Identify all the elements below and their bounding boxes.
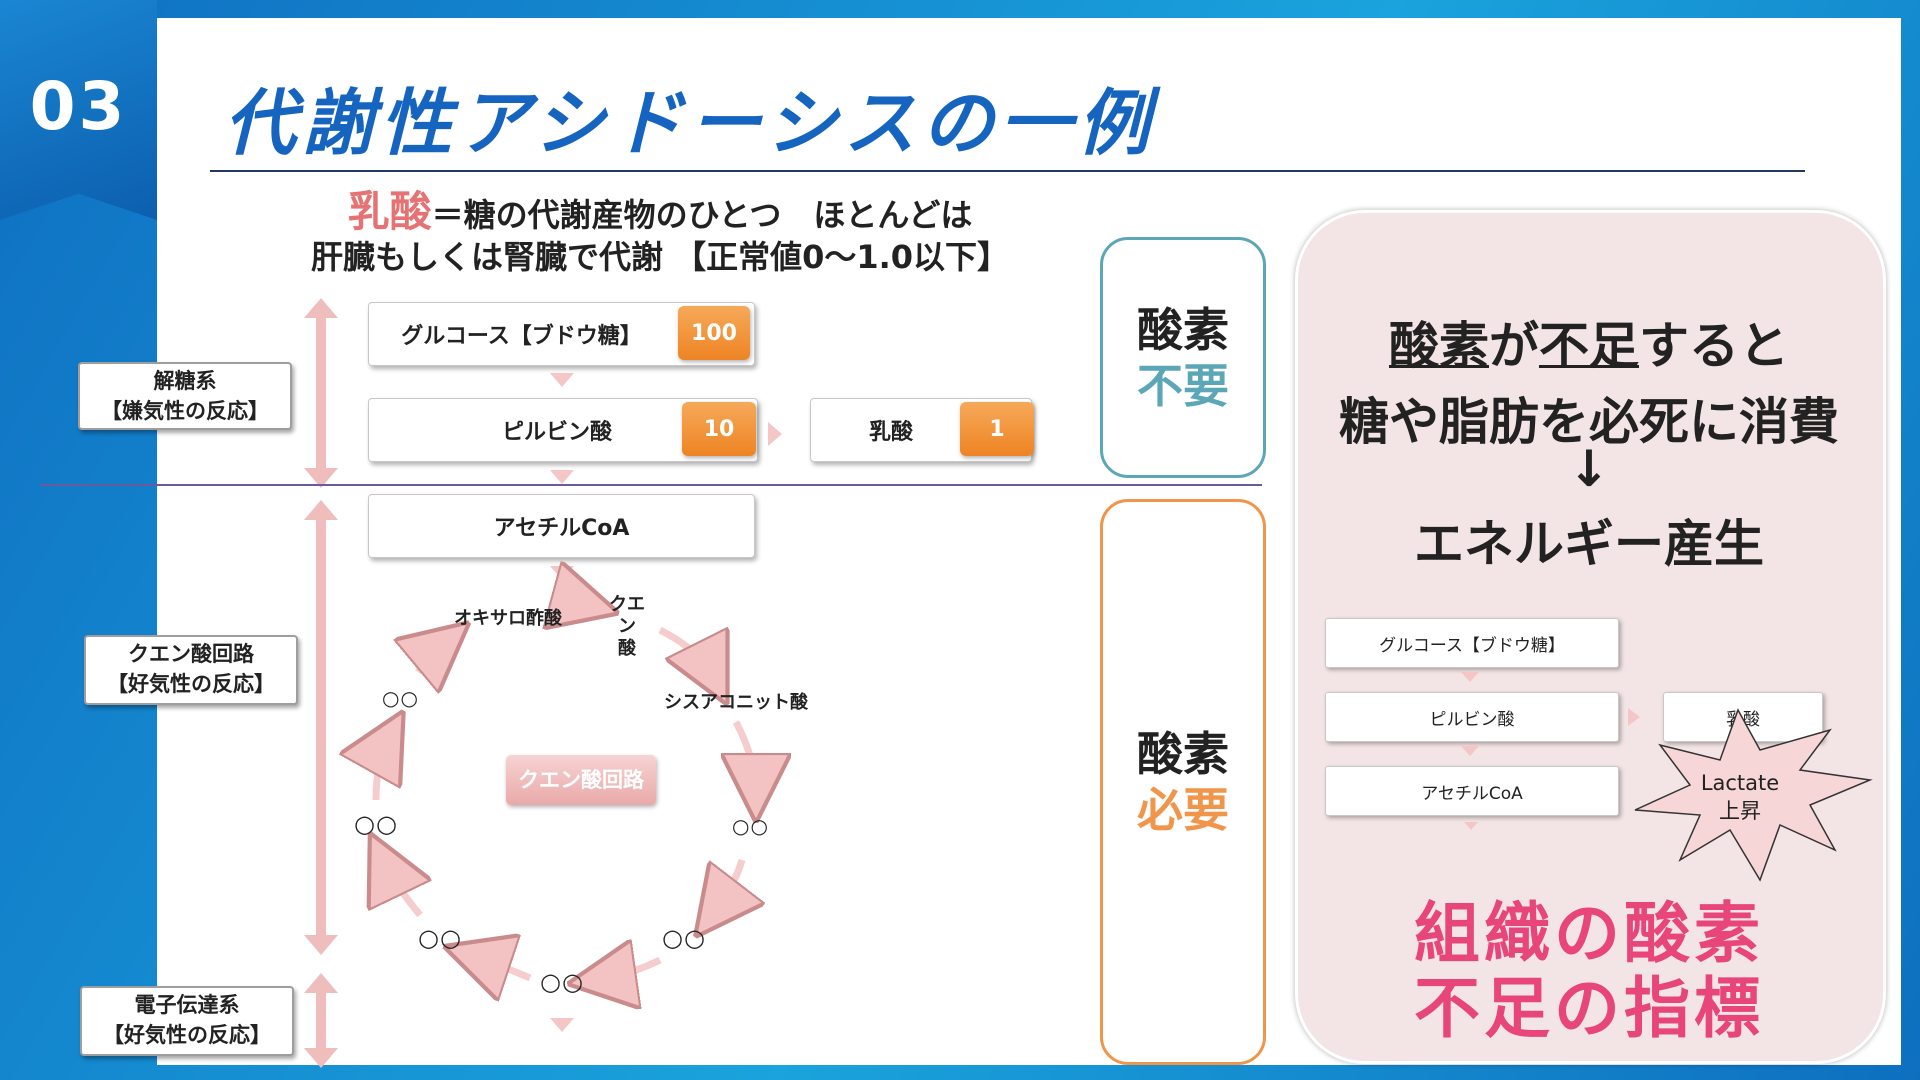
- cycle-arrow-left-upper: [376, 735, 390, 801]
- tca-range-bar: [316, 520, 326, 935]
- cis-aconitate-label: シスアコニット酸: [664, 692, 808, 713]
- unknown-compound-left-middle: ○○: [354, 810, 398, 838]
- etc-range-arrow-bottom: [304, 1048, 338, 1068]
- stage-etc-name: 電子伝達系: [134, 993, 240, 1017]
- stage-citric-acid-cycle: クエン酸回路 【好気性の反応】: [84, 635, 298, 705]
- stage-electron-transport: 電子伝達系 【好気性の反応】: [80, 986, 294, 1056]
- stage-tca-type: 【好気性の反応】: [107, 672, 275, 696]
- cycle-arrow-right-lower: [712, 858, 742, 915]
- mini-acetyl-coa-box: アセチルCoA: [1325, 766, 1619, 816]
- mini-glucose-box: グルコース【ブドウ糖】: [1325, 618, 1619, 668]
- lactate-burst-word: Lactate: [1700, 771, 1780, 795]
- oxygen-needed-label: 必要: [1137, 783, 1229, 837]
- oxygen-label-top: 酸素: [1137, 302, 1229, 357]
- intro-line-2: 肝臓もしくは腎臓で代謝 【正常値0〜1.0以下】: [310, 238, 1010, 276]
- cycle-center-label: クエン酸回路: [506, 755, 656, 805]
- summary-ga: が: [1489, 317, 1539, 375]
- cycle-arrow-cis-next: [736, 720, 756, 795]
- acetyl-coa-box: アセチルCoA: [368, 494, 755, 558]
- slide-number-tab: [0, 0, 157, 220]
- cycle-arrow-bottom-left: [470, 955, 532, 978]
- cycle-arrow-left-lower: [382, 858, 420, 918]
- glycolysis-range-arrow-bottom: [304, 468, 338, 488]
- pyruvate-label: ピルビン酸: [501, 420, 612, 445]
- oxygen-needed-box: 酸素 必要: [1100, 499, 1266, 1065]
- tissue-hypoxia-line-1: 組織の酸素: [1414, 895, 1764, 972]
- mini-pyruvate-box: ピルビン酸: [1325, 692, 1619, 742]
- oxygen-label-bottom: 酸素: [1137, 727, 1229, 781]
- mini-arrow-down-2: [1461, 746, 1479, 756]
- unknown-compound-bottom: ○○: [540, 968, 584, 996]
- glucose-label: グルコース【ブドウ糖】: [401, 324, 642, 349]
- lactate-label: 乳酸: [868, 420, 913, 445]
- unknown-compound-right-middle: ○○: [732, 814, 769, 838]
- intro-lactic-word: 乳酸: [347, 187, 432, 236]
- unknown-compound-left-upper: ○○: [382, 686, 419, 710]
- unknown-compound-left-lower: ○○: [418, 924, 462, 952]
- lactate-value-badge: 1: [960, 402, 1034, 456]
- mini-arrow-down-1: [1461, 672, 1479, 682]
- unknown-compound-right-lower: ○○: [662, 924, 706, 952]
- etc-range-arrow-top: [304, 973, 338, 993]
- glucose-value-badge: 100: [678, 306, 750, 360]
- mini-arrow-down-3: [1464, 822, 1478, 830]
- aerobic-divider-line: [40, 484, 1262, 486]
- glycolysis-range-arrow-top: [304, 298, 338, 318]
- stage-etc-type: 【好気性の反応】: [103, 1023, 271, 1047]
- oxaloacetate-label: オキサロ酢酸: [454, 608, 562, 629]
- title-underline: [210, 170, 1805, 172]
- summary-line-3: エネルギー産生: [1414, 515, 1764, 573]
- summary-line-1: 酸素が不足すると: [1295, 306, 1883, 378]
- slide-number: 03: [29, 68, 128, 145]
- summary-down-arrow: ↓: [1568, 440, 1610, 498]
- summary-oxygen-word: 酸素: [1389, 317, 1489, 375]
- oxygen-not-needed-box: 酸素 不要: [1100, 237, 1266, 478]
- stage-glycolysis: 解糖系 【嫌気性の反応】: [78, 362, 292, 430]
- lactate-burst-rise: 上昇: [1719, 799, 1761, 823]
- tissue-hypoxia-line-2: 不足の指標: [1414, 970, 1764, 1047]
- page-title: 代謝性アシドーシスの一例: [224, 81, 1156, 165]
- stage-glycolysis-name: 解糖系: [153, 369, 217, 393]
- lactate-rise-label: Lactate 上昇: [1690, 769, 1790, 825]
- lactate-burst-star: [1634, 708, 1873, 882]
- summary-lack-word: 不足: [1539, 317, 1639, 375]
- etc-range-bar: [316, 993, 326, 1048]
- tca-range-arrow-bottom: [304, 935, 338, 955]
- intro-line-1-rest: ＝糖の代謝産物のひとつ ほとんどは: [431, 196, 973, 234]
- stage-glycolysis-type: 【嫌気性の反応】: [101, 399, 269, 423]
- oxygen-not-needed-label: 不要: [1137, 358, 1229, 413]
- pyruvate-value-badge: 10: [682, 402, 756, 456]
- cycle-arrow-citrate-cis: [658, 630, 715, 680]
- cycle-exit-arrow: [550, 1018, 574, 1032]
- cycle-arrow-bottom-right: [595, 960, 662, 980]
- flow-arrow-down-1: [550, 373, 574, 387]
- glycolysis-range-bar: [316, 318, 326, 468]
- summary-when: すると: [1639, 317, 1789, 375]
- stage-tca-name: クエン酸回路: [128, 642, 254, 666]
- citrate-label: クエン 酸: [609, 594, 645, 659]
- summary-line-2: 糖や脂肪を必死に消費: [1339, 393, 1839, 451]
- flow-arrow-right-lactate: [768, 422, 782, 446]
- cycle-arrow-oxalo-citrate: [550, 603, 592, 606]
- tca-range-arrow-top: [304, 500, 338, 520]
- intro-line-1: 乳酸＝糖の代謝産物のひとつ ほとんどは: [280, 178, 1040, 239]
- cycle-arrow-top-left: [418, 640, 448, 672]
- mini-arrow-right: [1628, 708, 1640, 726]
- flow-arrow-down-2: [550, 470, 574, 484]
